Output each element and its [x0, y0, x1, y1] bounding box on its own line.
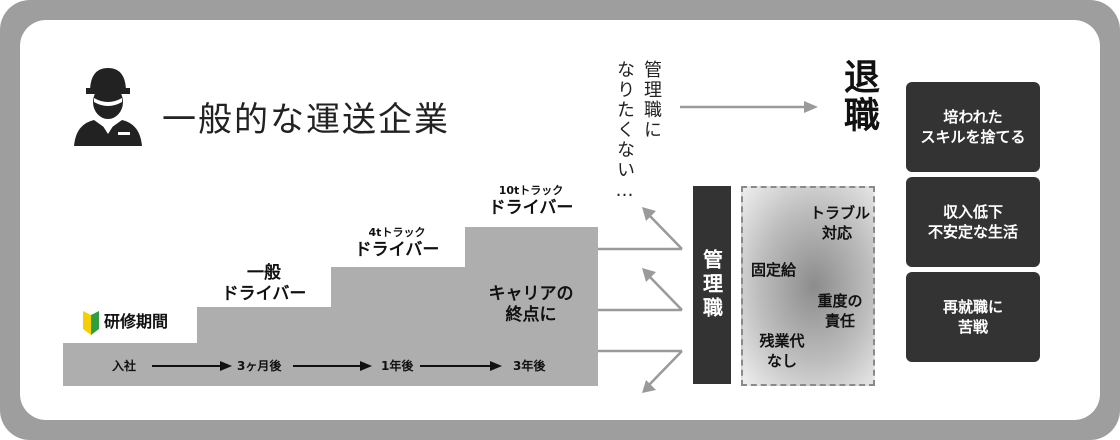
general-driver-label: 一般 ドライバー [205, 263, 323, 306]
outcome-income-drop: 収入低下 不安定な生活 [906, 177, 1040, 267]
step-10t-driver [465, 227, 598, 268]
retire-label: 退職 [838, 58, 879, 134]
driver-icon [74, 68, 142, 146]
general-driver-line2: ドライバー [221, 284, 307, 305]
management-title: 管理職 [699, 249, 724, 321]
timeline-3-months: 3ヶ月後 [237, 359, 282, 373]
burden-no-overtime: 残業代 なし [759, 332, 805, 370]
outcome-lose-skills: 培われた スキルを捨てる [906, 82, 1040, 172]
beginner-mark-icon [83, 311, 99, 335]
no-management-col2: なりたくない… [614, 60, 635, 203]
10t-driver-label: 10tトラック ドライバー [472, 184, 590, 219]
general-driver-line1: 一般 [247, 263, 281, 283]
no-management-col1: 管理職に [641, 60, 662, 140]
career-end-line2: 終点に [505, 305, 557, 326]
career-end-line1: キャリアの [488, 284, 574, 304]
10t-driver-text: ドライバー [488, 197, 574, 218]
branch-arrows [598, 101, 818, 393]
outcome-reemployment: 再就職に 苦戦 [906, 272, 1040, 362]
step-4t-driver [331, 267, 598, 308]
timeline-join: 入社 [112, 359, 137, 373]
4t-driver-text: ドライバー [354, 239, 440, 260]
burden-fixed-salary: 固定給 [751, 261, 797, 279]
step-general-driver [197, 307, 598, 344]
10t-truck-text: 10tトラック [498, 184, 564, 197]
training-label: 研修期間 [104, 312, 169, 331]
burden-heavy-responsibility: 重度の 責任 [817, 292, 863, 330]
4t-driver-label: 4tトラック ドライバー [338, 226, 456, 261]
timeline-arrow [152, 361, 502, 371]
burden-trouble: トラブル 対応 [809, 204, 870, 242]
4t-truck-text: 4tトラック [368, 226, 426, 239]
timeline-3-years: 3年後 [513, 359, 546, 373]
career-end-label: キャリアの 終点に [476, 284, 586, 327]
step-training [63, 343, 598, 386]
management-bar: 管理職 [693, 186, 731, 384]
timeline-1-year: 1年後 [381, 359, 414, 373]
management-burdens-box [741, 186, 875, 386]
page-title: 一般的な運送企業 [162, 100, 450, 140]
